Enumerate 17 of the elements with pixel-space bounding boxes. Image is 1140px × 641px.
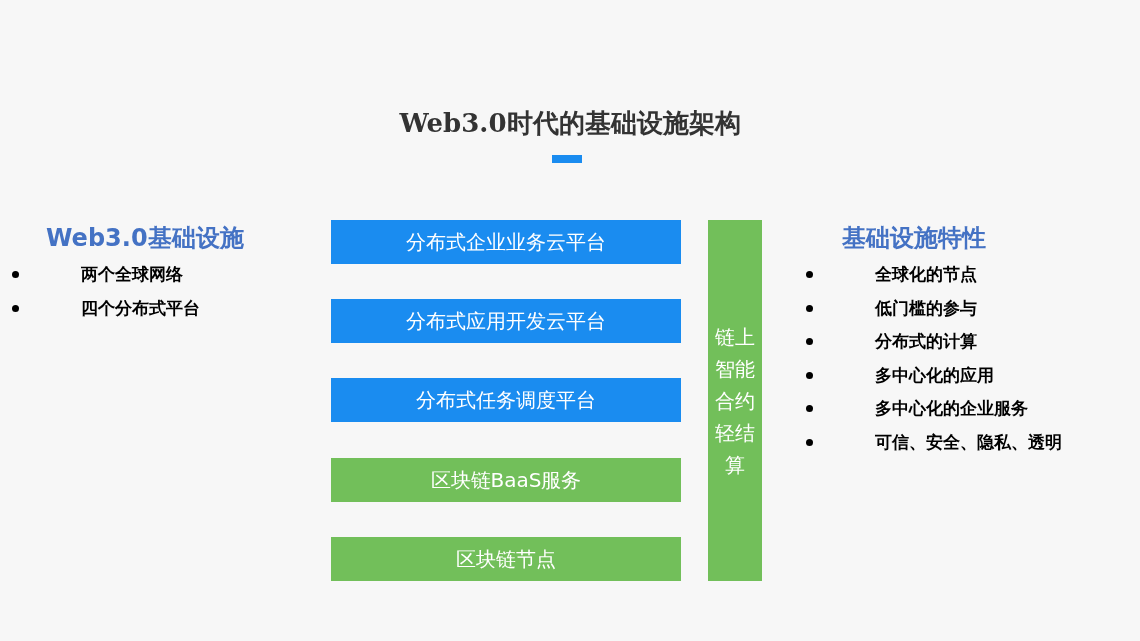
bullet-text: 低门槛的参与 xyxy=(875,296,977,320)
section-heading: Web3.0基础设施 xyxy=(46,223,244,254)
bullet-text: 多中心化的应用 xyxy=(875,363,994,387)
bullet-text: 全球化的节点 xyxy=(875,263,977,286)
platform-bar: 区块链BaaS服务 xyxy=(331,458,681,502)
section-heading: 基础设施特性 xyxy=(842,223,986,254)
platform-bar: 分布式应用开发云平台 xyxy=(331,299,681,343)
bullet-text: 四个分布式平台 xyxy=(81,297,200,320)
bullet-text: 分布式的计算 xyxy=(875,330,977,353)
platform-bar: 分布式任务调度平台 xyxy=(331,378,681,422)
platform-bar: 分布式企业业务云平台 xyxy=(331,220,681,264)
title: Web3.0时代的基础设施架构 xyxy=(398,107,742,140)
bullet-text: 可信、安全、隐私、透明 xyxy=(875,430,1062,454)
bullet-text: 两个全球网络 xyxy=(81,263,183,286)
platform-bar: 区块链节点 xyxy=(331,537,681,581)
vertical-bar: 链上智能合约轻结算 xyxy=(708,220,762,581)
bullet-text: 多中心化的企业服务 xyxy=(875,397,1028,420)
